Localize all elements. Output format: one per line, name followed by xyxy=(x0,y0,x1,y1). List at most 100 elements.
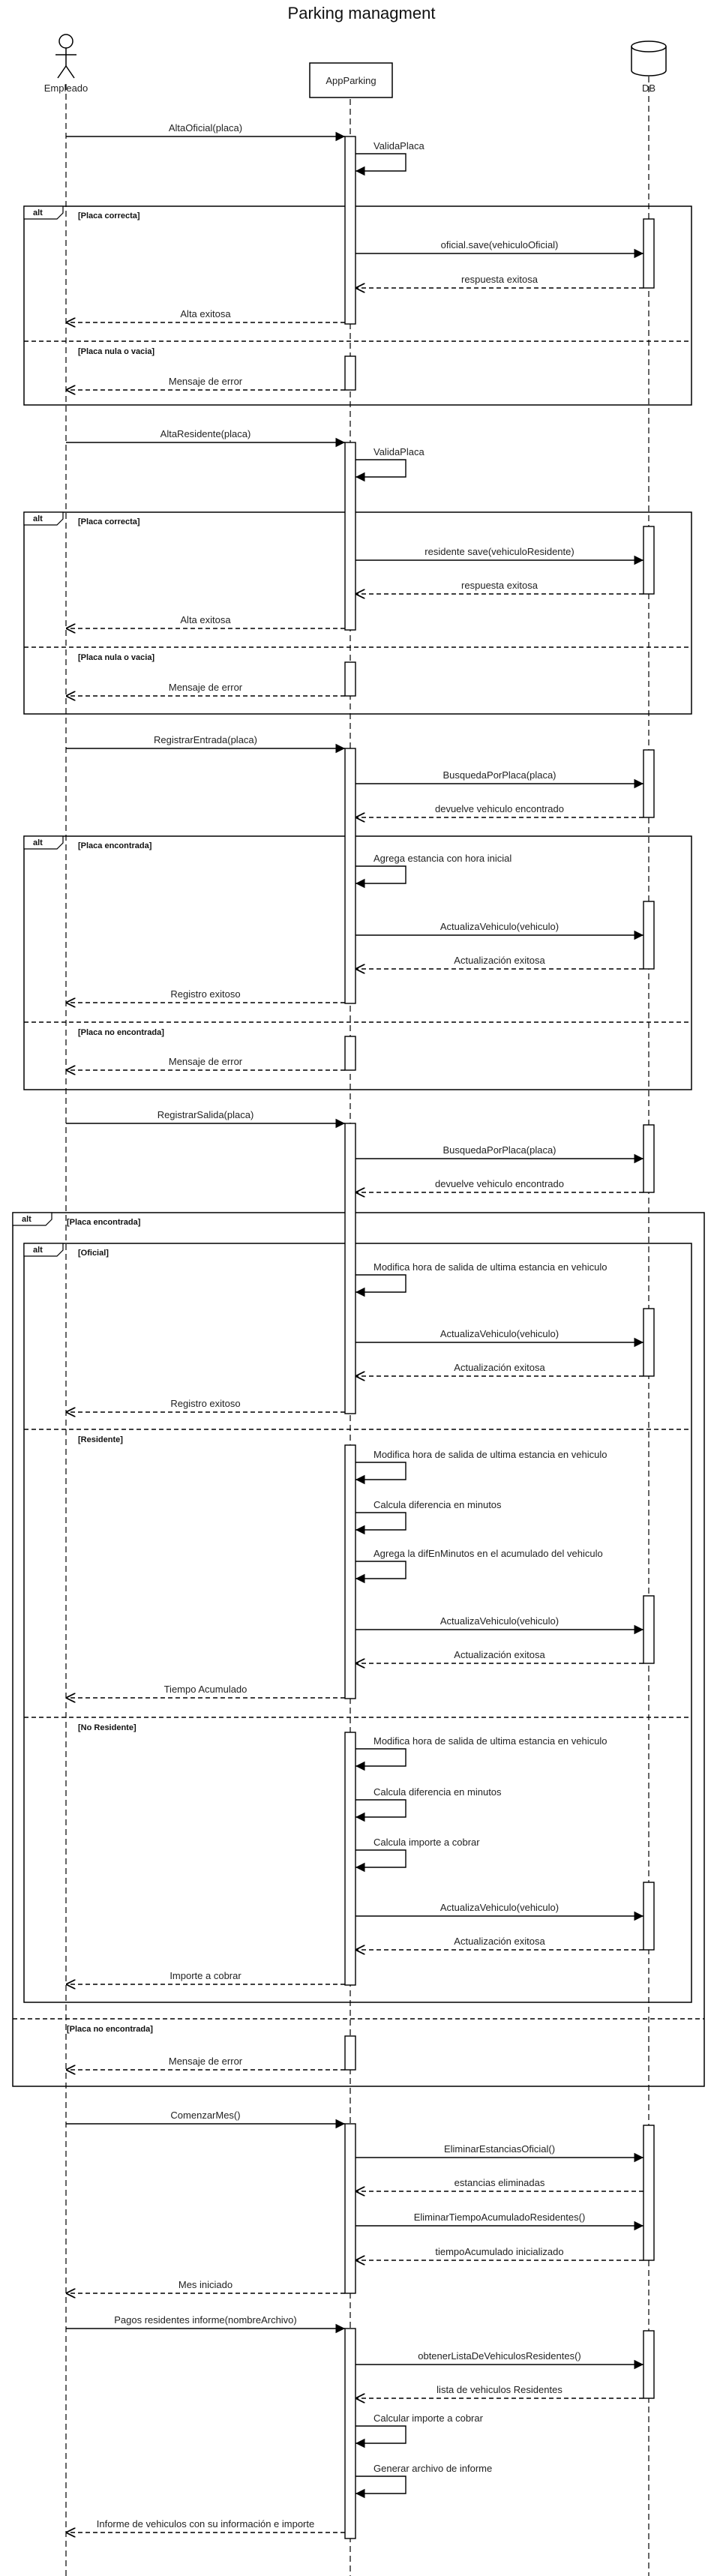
activation-bar xyxy=(344,748,356,1004)
actor-empleado: Empleado xyxy=(44,34,88,94)
message-label: Actualización exitosa xyxy=(454,1936,545,1947)
return-message: Actualización exitosa xyxy=(356,955,644,969)
return-message: Registro exitoso xyxy=(66,988,345,1003)
message-label: ValidaPlaca xyxy=(374,140,424,151)
participant-label: AppParking xyxy=(326,75,376,86)
fragment-keyword: alt xyxy=(33,1246,43,1255)
fragment-keyword: alt xyxy=(33,514,43,523)
message: ValidaPlaca xyxy=(356,140,424,176)
message-label: Actualización exitosa xyxy=(454,1362,545,1373)
message-label: Agrega estancia con hora inicial xyxy=(374,853,512,864)
message-label: Calcula diferencia en minutos xyxy=(374,1499,502,1510)
call-message: ComenzarMes() xyxy=(66,2110,345,2129)
fragment-guard: [Placa no encontrada] xyxy=(78,1028,164,1037)
message-label: BusquedaPorPlaca(placa) xyxy=(442,769,556,781)
fragment-tab xyxy=(23,205,64,220)
message: Calcula diferencia en minutos xyxy=(356,1499,502,1535)
message-label: Modifica hora de salida de ultima estanc… xyxy=(374,1449,607,1460)
message-label: devuelve vehiculo encontrado xyxy=(435,803,564,814)
activation-bar xyxy=(344,1036,356,1071)
message: Modifica hora de salida de ultima estanc… xyxy=(356,1261,607,1297)
fragment-guard: [Placa nula o vacia] xyxy=(78,347,154,356)
message-label: respuesta exitosa xyxy=(461,580,538,591)
alt-fragment: alt [Placa encontrada] [Placa no encontrad… xyxy=(23,835,692,1090)
message-label: Modifica hora de salida de ultima estanc… xyxy=(374,1261,607,1273)
activation-bar xyxy=(344,2035,356,2071)
activation-bar xyxy=(344,442,356,631)
diagram-title: Parking managment xyxy=(288,4,436,22)
message-label: residente save(vehiculoResidente) xyxy=(424,546,574,557)
activation-bar xyxy=(643,526,655,595)
message-label: Calcula diferencia en minutos xyxy=(374,1786,502,1798)
return-message: tiempoAcumulado inicializado xyxy=(356,2246,644,2260)
activation-bar xyxy=(643,1124,655,1193)
message-label: Calcula importe a cobrar xyxy=(374,1837,480,1848)
return-message: Alta exitosa xyxy=(66,614,345,628)
fragment-tab xyxy=(23,511,64,526)
fragment-guard: [Residente] xyxy=(78,1435,123,1444)
call-message: ActualizaVehiculo(vehiculo) xyxy=(356,1615,644,1635)
message-label: EliminarEstanciasOficial() xyxy=(444,2143,555,2155)
activation-bar xyxy=(344,661,356,697)
fragment-guard: [Placa no encontrada] xyxy=(67,2025,153,2034)
return-message: Mes iniciado xyxy=(66,2279,345,2293)
fragment-guard: [Placa nula o vacia] xyxy=(78,653,154,662)
message-label: Informe de vehiculos con su información … xyxy=(97,2518,314,2530)
activation-bar xyxy=(344,136,356,325)
message-label: EliminarTiempoAcumuladoResidentes() xyxy=(414,2212,586,2223)
fragment-tab xyxy=(23,835,64,850)
return-message: devuelve vehiculo encontrado xyxy=(356,1178,644,1192)
return-message: respuesta exitosa xyxy=(356,580,644,594)
activation-bar xyxy=(643,1308,655,1377)
return-message: Importe a cobrar xyxy=(66,1970,345,1984)
message-label: ActualizaVehiculo(vehiculo) xyxy=(440,1902,559,1913)
call-message: ActualizaVehiculo(vehiculo) xyxy=(356,1328,644,1348)
call-message: EliminarEstanciasOficial() xyxy=(356,2143,644,2163)
alt-fragment: alt[Placa correcta][Placa nula o vacia] xyxy=(23,511,692,715)
message-label: Calcular importe a cobrar xyxy=(374,2413,484,2424)
message: Modifica hora de salida de ultima estanc… xyxy=(356,1449,607,1485)
message-label: ActualizaVehiculo(vehiculo) xyxy=(440,1615,559,1627)
return-message: Actualización exitosa xyxy=(356,1936,644,1950)
message: Generar archivo de informe xyxy=(356,2463,492,2499)
actor-label: Empleado xyxy=(44,82,88,94)
alt-fragment: alt [Placa encontrada] [Placa no encontrad… xyxy=(12,1212,705,2087)
activation-bar xyxy=(643,749,655,818)
fragment-tab xyxy=(12,1212,52,1226)
activation-bar xyxy=(344,1732,356,1986)
message-label: AltaResidente(placa) xyxy=(160,428,251,439)
activation-bar xyxy=(344,1444,356,1699)
message-label: BusquedaPorPlaca(placa) xyxy=(442,1144,556,1156)
fragment-tab xyxy=(23,1243,64,1257)
call-message: AltaOficial(placa) xyxy=(66,122,345,142)
message-label: devuelve vehiculo encontrado xyxy=(435,1178,564,1189)
return-message: Tiempo Acumulado xyxy=(66,1684,345,1698)
activation-bar xyxy=(643,901,655,970)
return-message: Actualización exitosa xyxy=(356,1362,644,1376)
call-message: residente save(vehiculoResidente) xyxy=(356,546,644,565)
return-message: Mensaje de error xyxy=(66,1056,345,1070)
call-message: EliminarTiempoAcumuladoResidentes() xyxy=(356,2212,644,2231)
message-label: respuesta exitosa xyxy=(461,274,538,285)
message-label: oficial.save(vehiculoOficial) xyxy=(441,239,559,250)
fragment-guard: [Placa encontrada] xyxy=(78,841,152,850)
database-icon xyxy=(631,46,667,76)
return-message: Informe de vehiculos con su información … xyxy=(66,2518,345,2533)
fragment-guard: [No Residente] xyxy=(78,1723,136,1732)
message-label: AltaOficial(placa) xyxy=(169,122,242,133)
message-label: tiempoAcumulado inicializado xyxy=(435,2246,563,2257)
message-label: Mensaje de error xyxy=(169,1056,243,1067)
call-message: ActualizaVehiculo(vehiculo) xyxy=(356,921,644,940)
fragment-guard: [Placa encontrada] xyxy=(67,1218,141,1227)
call-message: RegistrarSalida(placa) xyxy=(66,1109,345,1129)
alt-fragment: alt[Placa correcta][Placa nula o vacia] xyxy=(23,205,692,406)
activation-bar xyxy=(643,2125,655,2261)
message: Modifica hora de salida de ultima estanc… xyxy=(356,1735,607,1771)
message-label: Alta exitosa xyxy=(180,308,231,319)
message-label: Mensaje de error xyxy=(169,2056,243,2067)
activation-bar xyxy=(344,2328,356,2539)
message-label: ActualizaVehiculo(vehiculo) xyxy=(440,921,559,932)
fragment-keyword: alt xyxy=(33,838,43,847)
message-label: Mensaje de error xyxy=(169,376,243,387)
return-message: estancias eliminadas xyxy=(356,2177,644,2191)
